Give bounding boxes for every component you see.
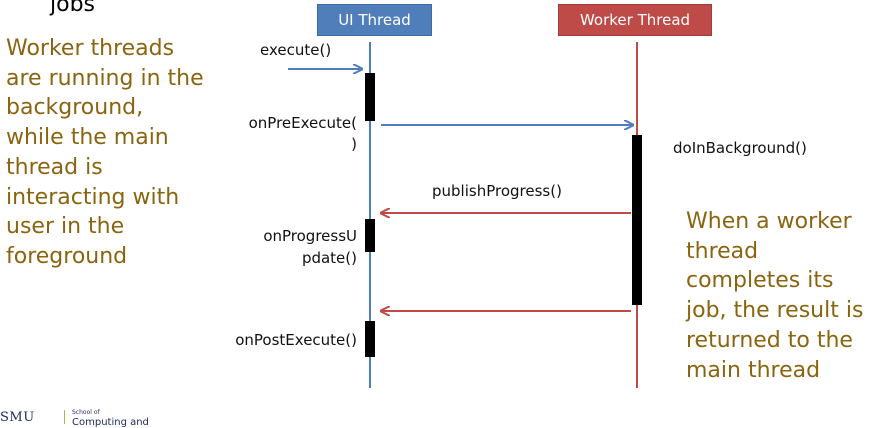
right-note: When a worker thread completes its job, … — [686, 209, 864, 383]
label-on-pre-execute-line2: ) — [351, 135, 357, 153]
worker-thread-header: Worker Thread — [558, 4, 712, 36]
activation-pre-execute — [365, 73, 375, 121]
label-execute: execute() — [260, 41, 332, 59]
label-on-pre-execute-line1: onPreExecute( — [248, 114, 357, 132]
activation-progress-update — [365, 219, 375, 252]
label-do-in-background: doInBackground() — [673, 139, 807, 157]
ui-thread-header: UI Thread — [317, 4, 432, 36]
label-on-post-execute: onPostExecute() — [235, 331, 357, 349]
label-publish-progress: publishProgress() — [432, 182, 562, 200]
activation-do-in-background — [632, 135, 642, 305]
label-on-progress-update-line2: pdate() — [301, 249, 357, 267]
label-on-progress-update-line1: onProgressU — [263, 227, 357, 245]
footer-divider — [64, 410, 65, 424]
footer-school-name: Computing and — [72, 417, 149, 428]
slide-title-fragment: jobs — [50, 0, 95, 17]
activation-post-execute — [365, 321, 375, 357]
smu-logo: SMU — [0, 410, 35, 425]
footer-school-of: School of — [72, 409, 100, 416]
left-note: Worker threads are running in the backgr… — [6, 36, 204, 269]
